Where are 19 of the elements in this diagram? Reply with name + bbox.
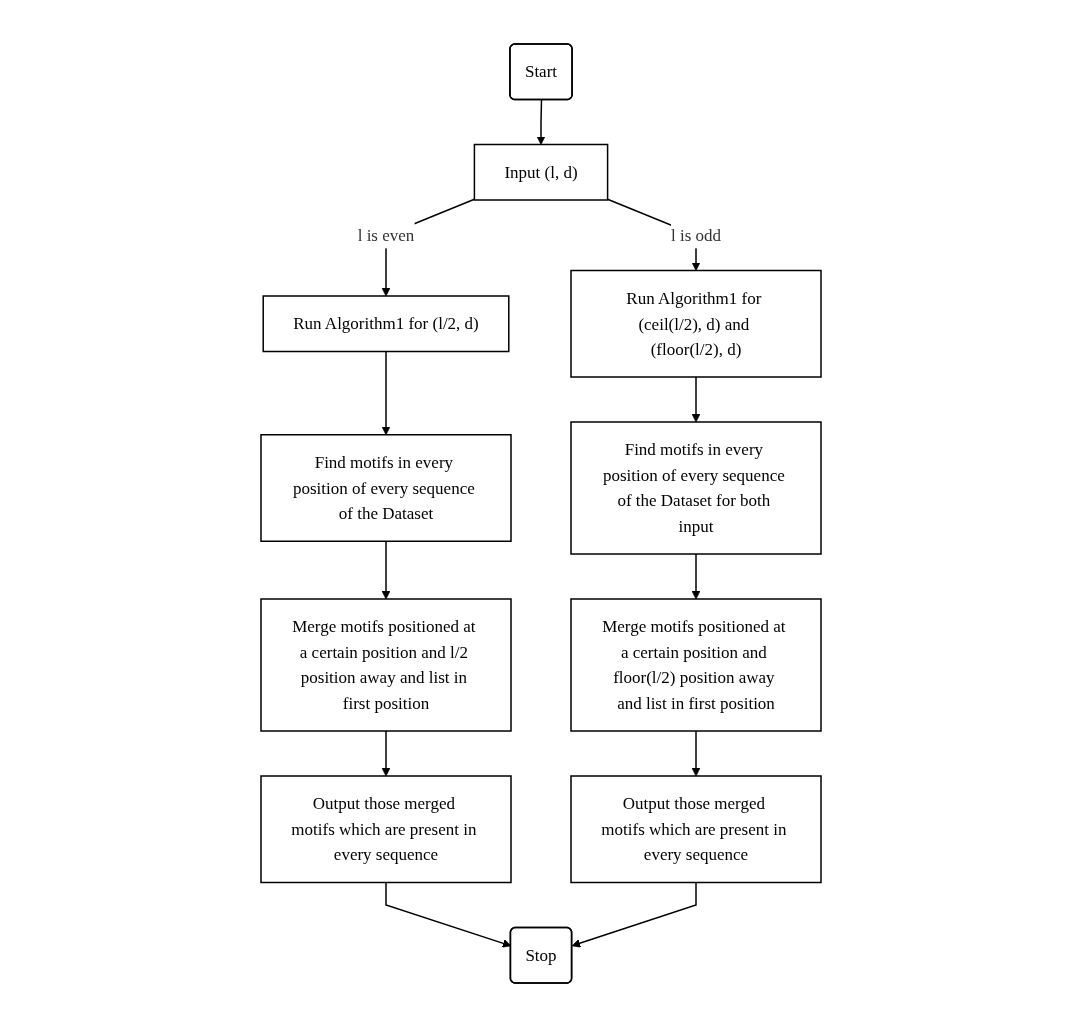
edge-label: l is even — [357, 225, 414, 244]
edge-label: l is odd — [670, 225, 721, 244]
node-box: Output those merged motifs which are present in every sequence — [259, 774, 512, 883]
node-box: Merge motifs positioned at a certain position and floor(l/2) position away and list in first position — [569, 597, 822, 732]
arrow — [571, 881, 697, 948]
node-box: Run Algorithm1 for (ceil(l/2), d) and (floor(l/2), d) — [569, 269, 822, 378]
arrow — [381, 350, 390, 435]
arrow — [691, 375, 700, 422]
node-box: Run Algorithm1 for (l/2, d) — [261, 294, 510, 352]
node-box: Find motifs in every position of every sequence of the Dataset for both input — [569, 420, 822, 555]
arrow — [691, 552, 700, 599]
arrow — [381, 540, 390, 599]
arrow — [381, 729, 390, 776]
node-box: Find motifs in every position of every sequence of the Dataset — [259, 433, 512, 542]
node-box: Output those merged motifs which are present in every sequence — [569, 774, 822, 883]
arrow — [691, 729, 700, 776]
arrow — [536, 98, 545, 145]
node-box: Merge motifs positioned at a certain position and l/2 position away and list in first position — [259, 597, 512, 732]
node-box: Input (l, d) — [473, 143, 608, 201]
